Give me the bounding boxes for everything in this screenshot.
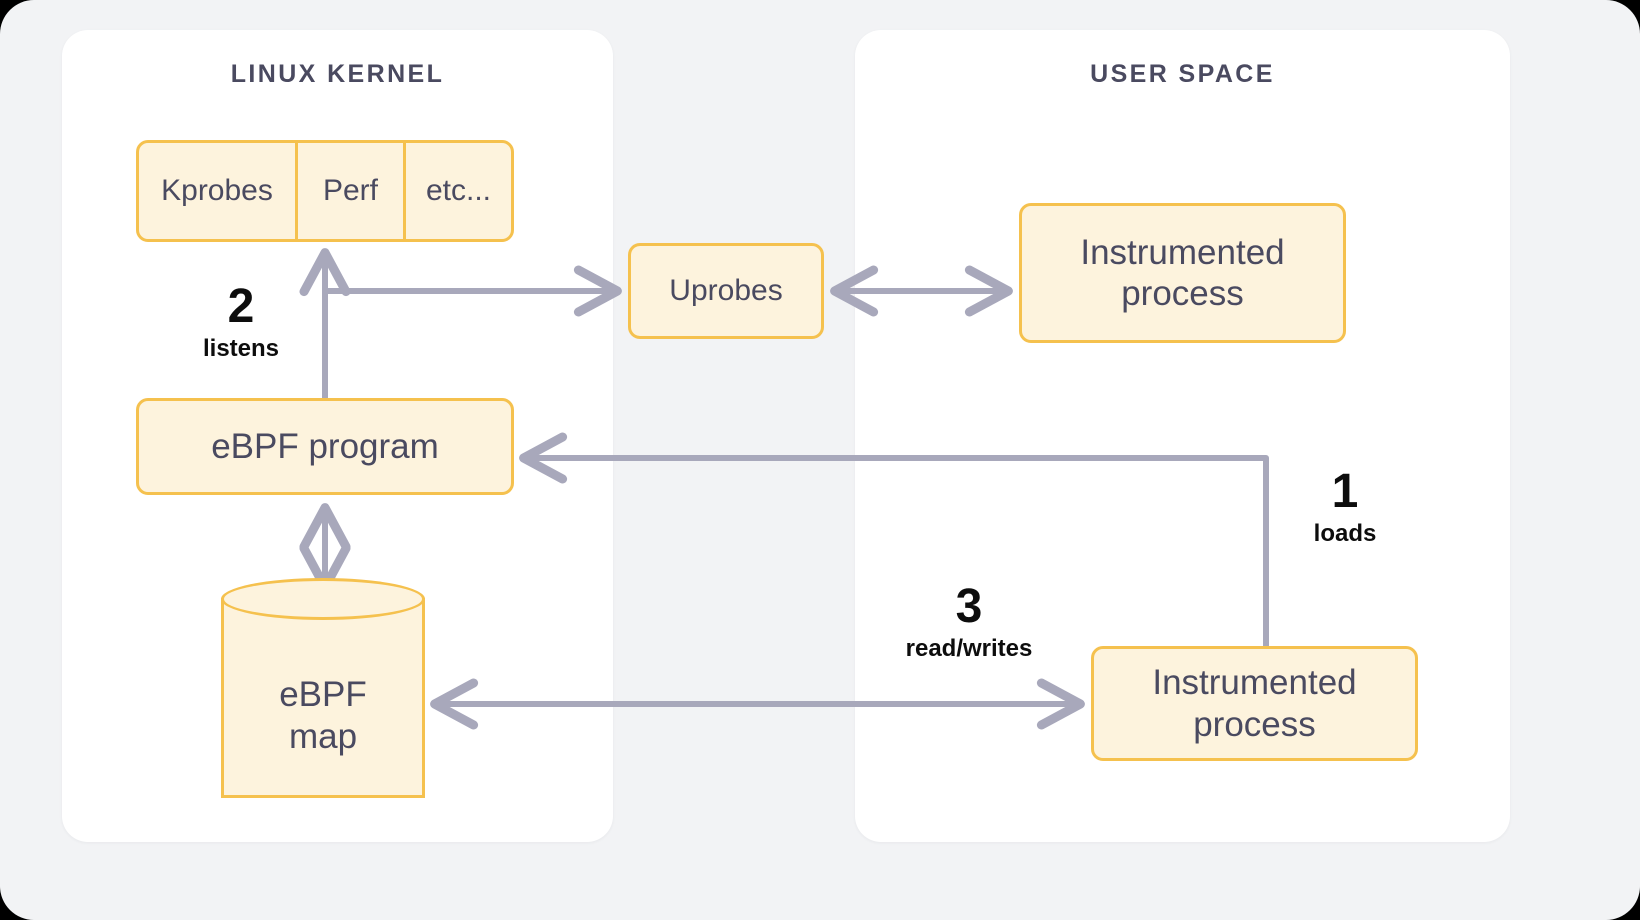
step-3-label: read/writes: [905, 635, 1033, 662]
step-2-number: 2: [227, 280, 255, 333]
step-annotation-1-loads: 1 loads: [1292, 468, 1398, 546]
node-instrumented-process-top[interactable]: Instrumented process: [1019, 203, 1346, 343]
node-instrumented-process-bottom-line1: Instrumented: [1152, 663, 1357, 703]
node-ebpf-program[interactable]: eBPF program: [136, 398, 514, 495]
step-3-number: 3: [955, 580, 983, 633]
cylinder-body: [221, 598, 425, 798]
node-probes-strip[interactable]: Kprobes Perf etc...: [136, 140, 514, 242]
step-1-number: 1: [1331, 465, 1359, 518]
node-ebpf-map-label: eBPF map: [221, 636, 425, 796]
probe-cell-etc[interactable]: etc...: [403, 143, 511, 239]
step-2-label: listens: [202, 335, 280, 362]
node-instrumented-process-top-line1: Instrumented: [1080, 232, 1285, 272]
node-ebpf-map[interactable]: eBPF map: [221, 578, 425, 798]
panel-title-linux-kernel: LINUX KERNEL: [230, 60, 445, 88]
node-ebpf-program-label: eBPF program: [211, 426, 439, 466]
cylinder-top-ellipse: [221, 578, 425, 620]
panel-title-user-space: USER SPACE: [1090, 60, 1275, 88]
node-instrumented-process-bottom[interactable]: Instrumented process: [1091, 646, 1418, 761]
probe-cell-kprobes[interactable]: Kprobes: [161, 174, 273, 207]
step-annotation-2-listens: 2 listens: [188, 283, 294, 361]
step-1-label: loads: [1313, 520, 1377, 547]
node-ebpf-map-label-line1: eBPF: [279, 675, 367, 714]
node-uprobes[interactable]: Uprobes: [628, 243, 824, 339]
probe-cell-perf[interactable]: Perf: [295, 143, 403, 239]
node-instrumented-process-top-line2: process: [1121, 274, 1244, 313]
node-ebpf-map-label-line2: map: [288, 717, 358, 756]
node-instrumented-process-bottom-line2: process: [1193, 704, 1316, 744]
step-annotation-3-read-writes: 3 read/writes: [880, 583, 1058, 661]
node-uprobes-label: Uprobes: [669, 274, 783, 308]
